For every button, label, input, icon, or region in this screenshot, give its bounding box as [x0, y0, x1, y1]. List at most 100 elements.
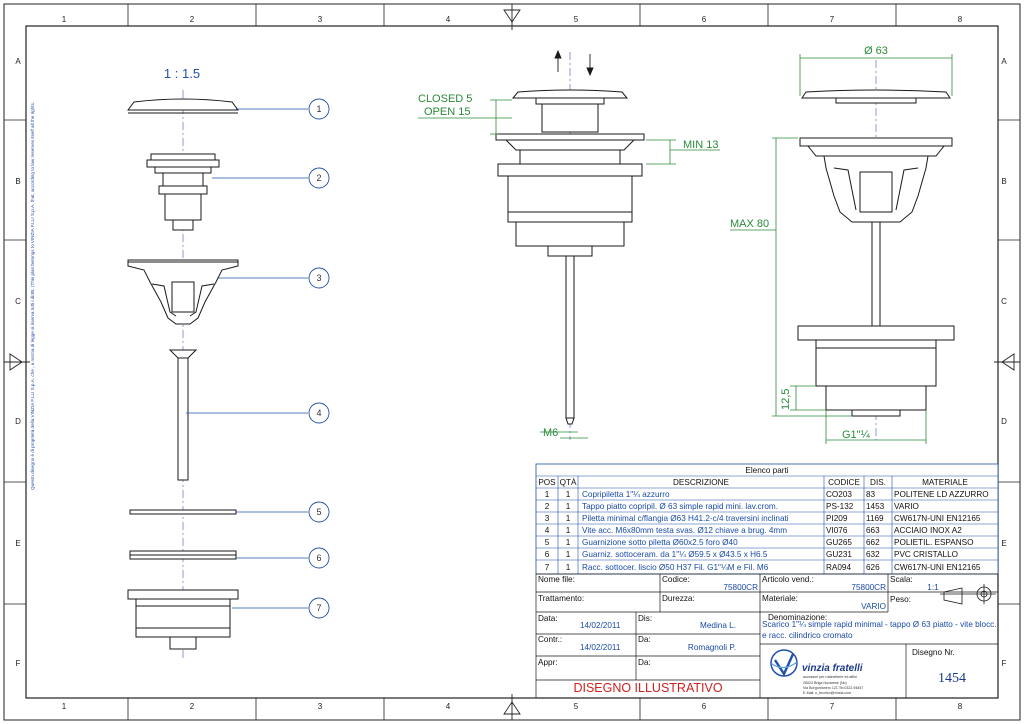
data-label: Data:	[538, 614, 558, 623]
company-tagline: accessori per rubinetterie ed affini	[803, 675, 857, 679]
grid-col-bottom-6: 6	[702, 702, 707, 711]
part-6-gasket	[129, 550, 237, 560]
company-address-3: E-Mail: u_tecnico@vinzia.com	[803, 691, 851, 695]
materiale-label: Materiale:	[762, 594, 798, 603]
svg-text:PVC CRISTALLO: PVC CRISTALLO	[894, 550, 958, 559]
balloon-4-label: 4	[316, 408, 321, 418]
svg-text:7: 7	[545, 563, 550, 572]
balloon-leaders	[186, 108, 308, 609]
grid-col-bottom-8: 8	[958, 702, 963, 711]
svg-text:ACCIAIO INOX A2: ACCIAIO INOX A2	[894, 526, 962, 535]
svg-text:1: 1	[566, 490, 571, 499]
svg-text:1: 1	[566, 502, 571, 511]
svg-text:632: 632	[866, 550, 880, 559]
header-dis: DIS.	[870, 478, 886, 487]
svg-text:3: 3	[545, 514, 550, 523]
grid-row-left-d: D	[15, 417, 21, 426]
grid-row-left-c: C	[15, 297, 21, 306]
table-row: 1 1 Copripiletta 1"¼ azzurro CO203 83 PO…	[545, 490, 989, 499]
svg-text:CW617N-UNI EN12165: CW617N-UNI EN12165	[894, 563, 981, 572]
svg-text:CO203: CO203	[826, 490, 852, 499]
articolo-label: Articolo vend.:	[762, 575, 814, 584]
section-thread-label: M6	[543, 427, 558, 439]
grid-col-bottom-7: 7	[830, 702, 835, 711]
balloon-5-label: 5	[316, 507, 321, 517]
contr-label: Contr.:	[538, 635, 562, 644]
grid-col-bottom-4: 4	[446, 702, 451, 711]
grid-row-left-b: B	[15, 177, 20, 186]
grid-col-top-2: 2	[190, 15, 195, 24]
svg-text:Guarniz. sottoceram. da 1"¼ Ø5: Guarniz. sottoceram. da 1"¼ Ø59.5 x Ø43.…	[582, 550, 768, 559]
dis-value: Medina L.	[700, 621, 736, 630]
balloon-6-label: 6	[316, 553, 321, 563]
svg-text:6: 6	[545, 550, 550, 559]
title-block: Nome file: Codice: 75800CR Articolo vend…	[535, 573, 999, 699]
side-view: Ø 63 MAX 80 12,5 G1"¼	[730, 45, 955, 444]
table-row: 2 1 Tappo piatto copripil. Ø 63 simple r…	[545, 502, 919, 511]
grid-col-bottom-1: 1	[62, 702, 67, 711]
table-row: 5 1 Guarnizione sotto piletta Ø60x2.5 fo…	[545, 538, 974, 547]
svg-text:CW617N-UNI EN12165: CW617N-UNI EN12165	[894, 514, 981, 523]
balloon-7-label: 7	[316, 603, 321, 613]
table-row: 3 1 Piletta minimal c/flangia Ø63 H41.2-…	[545, 514, 981, 523]
max-label: MAX 80	[730, 218, 769, 230]
header-qta: QTÀ	[560, 477, 577, 487]
svg-text:626: 626	[866, 563, 880, 572]
denominazione-value: Scarico 1"¼ simple rapid minimal - tappo…	[762, 620, 997, 640]
svg-text:1: 1	[566, 550, 571, 559]
balloon-5	[308, 501, 330, 523]
scala-label: Scala:	[890, 575, 913, 584]
svg-text:GU231: GU231	[826, 550, 852, 559]
disegno-nr-label: Disegno Nr.	[912, 648, 955, 657]
exploded-view: 1 : 1.5	[127, 66, 330, 658]
grid-col-top-4: 4	[446, 15, 451, 24]
grid-col-top-3: 3	[318, 15, 323, 24]
scale-label: 1 : 1.5	[164, 66, 200, 81]
svg-text:GU265: GU265	[826, 538, 852, 547]
grid-col-bottom-5: 5	[574, 702, 579, 711]
table-row: 6 1 Guarniz. sottoceram. da 1"¼ Ø59.5 x …	[545, 550, 958, 559]
header-materiale: MATERIALE	[922, 478, 968, 487]
grid-col-top-6: 6	[702, 15, 707, 24]
scala-value: 1:1	[927, 583, 939, 592]
svg-text:POLITENE LD AZZURRO: POLITENE LD AZZURRO	[894, 490, 989, 499]
grid-col-top-8: 8	[958, 15, 963, 24]
svg-text:1: 1	[566, 563, 571, 572]
section-view: CLOSED 5 OPEN 15 MIN 13 M6	[418, 49, 720, 440]
grid-col-top-7: 7	[830, 15, 835, 24]
balloon-1	[308, 98, 330, 120]
sheet-frame	[3, 3, 1021, 721]
grid-row-left-a: A	[15, 57, 21, 66]
balloon-2-label: 2	[316, 173, 321, 183]
articolo-value: 75800CR	[851, 583, 886, 592]
svg-text:RA094: RA094	[826, 563, 851, 572]
svg-text:663: 663	[866, 526, 880, 535]
balloon-3-label: 3	[316, 273, 321, 283]
trattamento-label: Trattamento:	[538, 594, 584, 603]
grid-col-top-1: 1	[62, 15, 67, 24]
side-thread-label: G1"¼	[842, 429, 871, 441]
grid-row-left-f: F	[16, 659, 21, 668]
nome-file-label: Nome file:	[538, 575, 575, 584]
svg-text:VI076: VI076	[826, 526, 848, 535]
grid-row-right-d: D	[1001, 417, 1007, 426]
svg-text:Tappo piatto copripil. Ø 63 si: Tappo piatto copripil. Ø 63 simple rapid…	[582, 502, 778, 511]
denominazione-label: Denominazione:	[768, 613, 827, 622]
svg-text:1: 1	[545, 490, 550, 499]
open-label: OPEN 15	[424, 106, 470, 118]
part-5-gasket	[129, 509, 237, 515]
grid-col-top-5: 5	[574, 15, 579, 24]
codice-label: Codice:	[662, 575, 690, 584]
durezza-label: Durezza:	[662, 594, 695, 603]
up-down-arrows	[554, 49, 594, 77]
disegno-nr-value: 1454	[938, 671, 966, 686]
svg-text:1169: 1169	[866, 514, 884, 523]
svg-text:Piletta minimal c/flangia Ø63: Piletta minimal c/flangia Ø63 H41.2-c/4 …	[582, 514, 789, 523]
company-logo-icon	[770, 649, 798, 677]
grid-col-bottom-3: 3	[318, 702, 323, 711]
svg-text:83: 83	[866, 490, 876, 499]
grid-labels: 1 2 3 4 5 6 7 8 1 2 3 4 5 6 7 8 A B C D …	[15, 15, 1007, 711]
svg-text:4: 4	[545, 526, 550, 535]
part-4-screw	[168, 349, 198, 481]
part-1-cap	[127, 98, 239, 114]
